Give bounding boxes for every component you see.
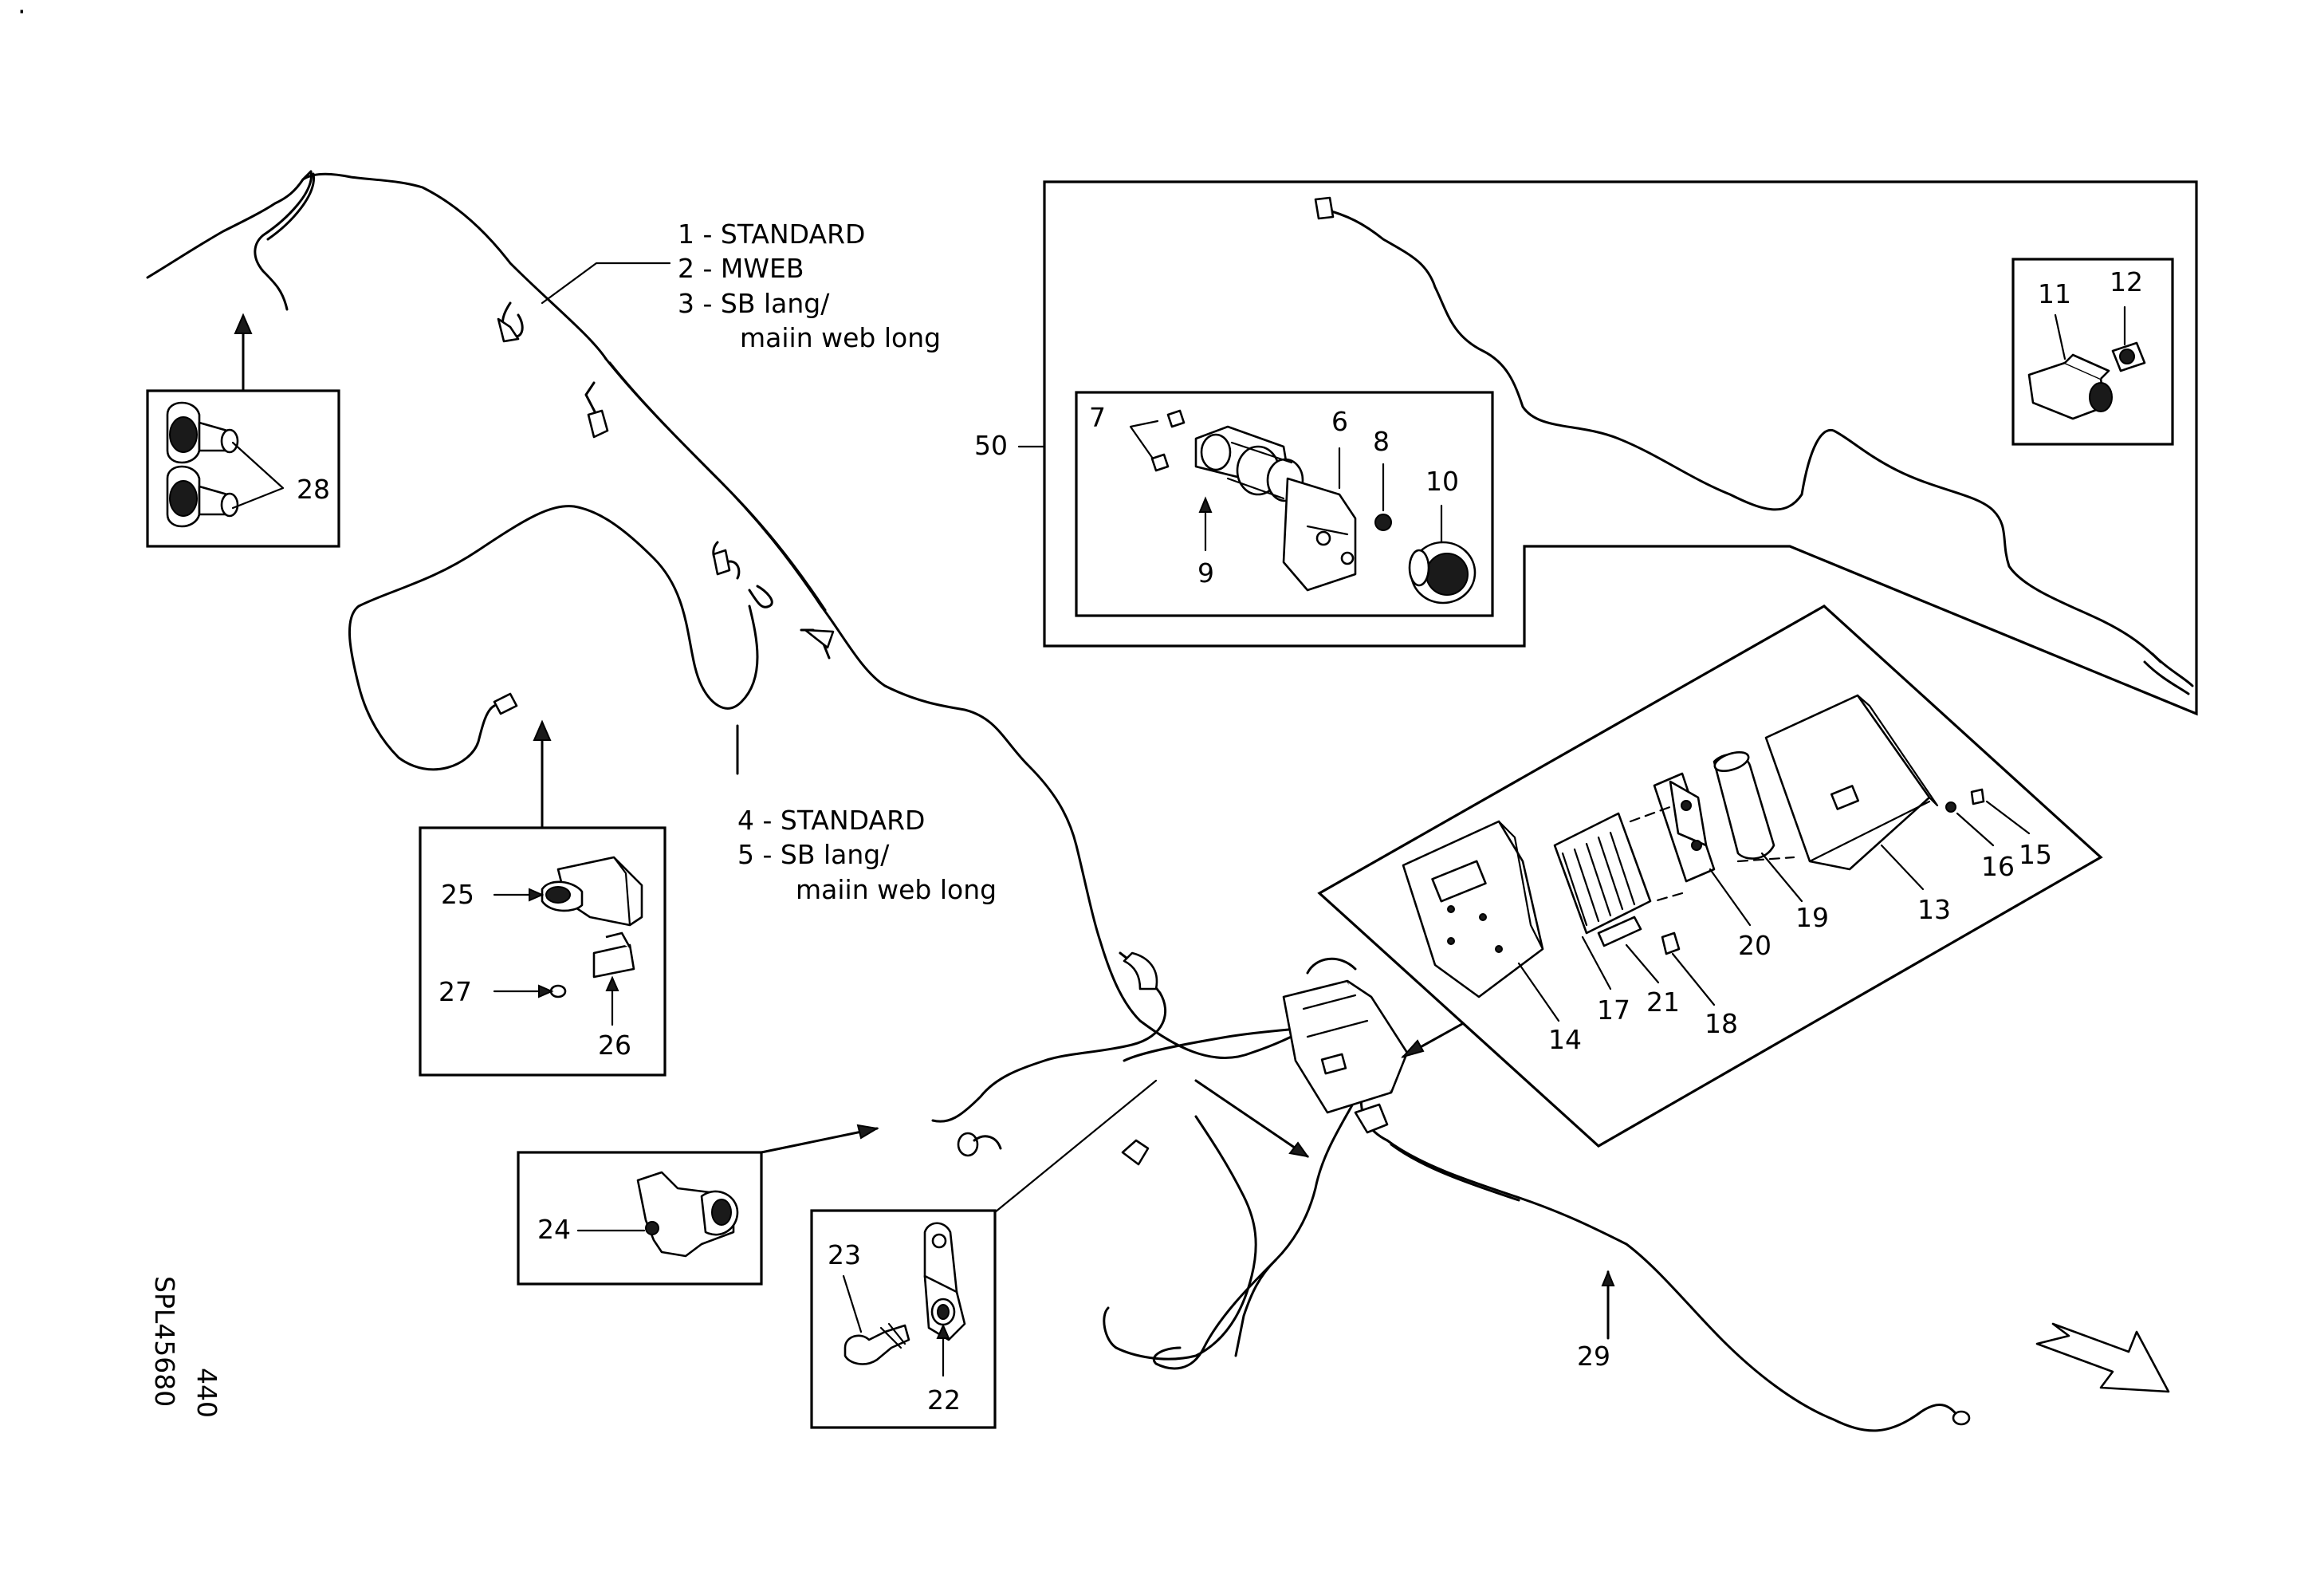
callout-line-6: 5 - SB lang/ — [737, 839, 890, 870]
callout-line-1: 1 - STANDARD — [678, 219, 865, 250]
callout-line-5: 4 - STANDARD — [737, 805, 925, 836]
part-number-labels: 50 7 6 8 10 9 11 12 28 25 27 26 24 23 22… — [297, 266, 2143, 1416]
label-23: 23 — [828, 1239, 861, 1270]
label-24: 24 — [537, 1214, 571, 1245]
label-10: 10 — [1425, 466, 1459, 497]
label-27: 27 — [438, 976, 472, 1007]
callout-line-7: maiin web long — [796, 874, 997, 905]
label-29: 29 — [1577, 1341, 1610, 1372]
label-19: 19 — [1795, 902, 1829, 933]
label-20: 20 — [1738, 930, 1772, 961]
label-18: 18 — [1705, 1008, 1738, 1039]
leader-1-3 — [541, 262, 671, 305]
callout-line-2: 2 - MWEB — [678, 253, 804, 284]
inset-50 — [1043, 180, 2198, 716]
inset-25-27 — [419, 826, 667, 1077]
label-9: 9 — [1197, 557, 1214, 589]
inset-13-21 — [1317, 605, 2103, 1148]
label-25: 25 — [441, 879, 474, 910]
label-6: 6 — [1331, 406, 1348, 437]
label-15: 15 — [2019, 839, 2052, 870]
leader-29-arrow — [1601, 1270, 1615, 1286]
direction-arrow-icon — [2035, 1322, 2170, 1393]
drawing-page: 440 — [191, 1368, 222, 1418]
label-26: 26 — [598, 1030, 631, 1061]
main-harness — [146, 170, 1309, 1157]
label-12: 12 — [2110, 266, 2143, 297]
corner-mark: · — [18, 0, 26, 27]
label-7: 7 — [1089, 402, 1106, 433]
inset-24 — [517, 1151, 763, 1286]
callout-line-3: 3 - SB lang/ — [678, 288, 830, 319]
inset-22-23 — [810, 1209, 997, 1429]
drawing-code: SPL45680 — [149, 1276, 180, 1407]
leader-22-box — [993, 1079, 1158, 1214]
label-8: 8 — [1373, 426, 1390, 457]
label-28: 28 — [297, 474, 330, 505]
drawing-id: SPL45680 440 — [149, 1276, 222, 1418]
label-22: 22 — [927, 1384, 961, 1416]
control-module — [1282, 957, 1409, 1134]
label-13: 13 — [1917, 894, 1951, 925]
callout-text-4-5: 4 - STANDARD 5 - SB lang/ maiin web long — [737, 805, 997, 905]
inset-28 — [146, 389, 340, 548]
label-16: 16 — [1981, 851, 2015, 882]
label-17: 17 — [1597, 994, 1630, 1026]
label-50: 50 — [974, 430, 1008, 461]
callout-text-1-3: 1 - STANDARD 2 - MWEB 3 - SB lang/ maiin… — [678, 219, 941, 353]
label-21: 21 — [1646, 987, 1680, 1018]
label-14: 14 — [1548, 1024, 1582, 1055]
callout-line-4: maiin web long — [740, 322, 941, 353]
label-11: 11 — [2038, 278, 2071, 309]
